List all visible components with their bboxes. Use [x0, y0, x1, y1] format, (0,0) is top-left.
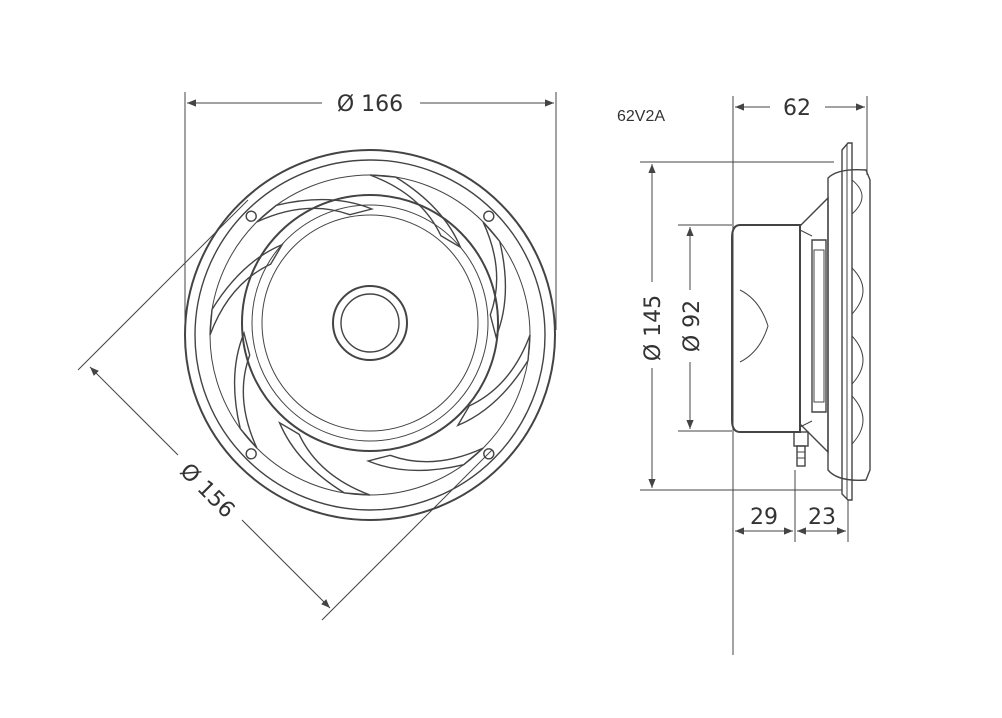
- basket-rib: [366, 447, 484, 472]
- dimension-mount-diameter: Ø 156: [77, 199, 493, 621]
- outer-diameter-label: Ø 166: [337, 92, 403, 117]
- dimension-bottom-depths: 29 23: [735, 470, 849, 542]
- dimension-frame-diameter: Ø 145: [640, 161, 842, 491]
- basket-rib: [456, 334, 531, 427]
- basket-rib: [369, 174, 462, 249]
- terminal-connector: [793, 431, 809, 467]
- rim-profile: [827, 168, 871, 481]
- frame-depth-label: 62: [783, 96, 811, 121]
- dimension-outer-diameter: Ø 166: [184, 92, 557, 330]
- magnet-diameter-label: Ø 92: [680, 300, 705, 352]
- mount-hole: [483, 448, 495, 460]
- basket-rib: [482, 221, 507, 339]
- dust-cap-outer: [332, 285, 408, 361]
- basket-ribs: [209, 174, 531, 496]
- cone-block: [811, 239, 827, 413]
- side-view: [731, 142, 871, 501]
- rim-inner-edge: [194, 159, 546, 511]
- basket-edge: [209, 174, 531, 496]
- outer-rim: [184, 149, 556, 521]
- magnet: [731, 224, 801, 433]
- front-flange: [841, 142, 853, 501]
- mount-holes: [245, 210, 495, 460]
- dimension-magnet-diameter: Ø 92: [678, 224, 732, 432]
- basket-rib: [233, 331, 258, 449]
- surround-outer: [241, 194, 499, 452]
- dust-cap-inner: [340, 293, 400, 353]
- mount-hole: [483, 210, 495, 222]
- surround-bumps: [851, 178, 864, 446]
- model-label: 62V2A: [617, 108, 665, 125]
- basket-rib: [256, 198, 374, 223]
- basket-depth-label: 23: [808, 505, 836, 530]
- dimension-frame-depth: 62: [732, 96, 868, 655]
- basket-rib: [278, 421, 371, 496]
- magnet-depth-label: 29: [750, 505, 778, 530]
- mount-diameter-label: Ø 156: [175, 459, 240, 524]
- cone-edge: [261, 214, 479, 432]
- front-view: [184, 149, 556, 521]
- frame-diameter-label: Ø 145: [641, 295, 666, 361]
- mount-hole: [245, 448, 257, 460]
- surround-inner: [251, 204, 489, 442]
- mount-hole: [245, 210, 257, 222]
